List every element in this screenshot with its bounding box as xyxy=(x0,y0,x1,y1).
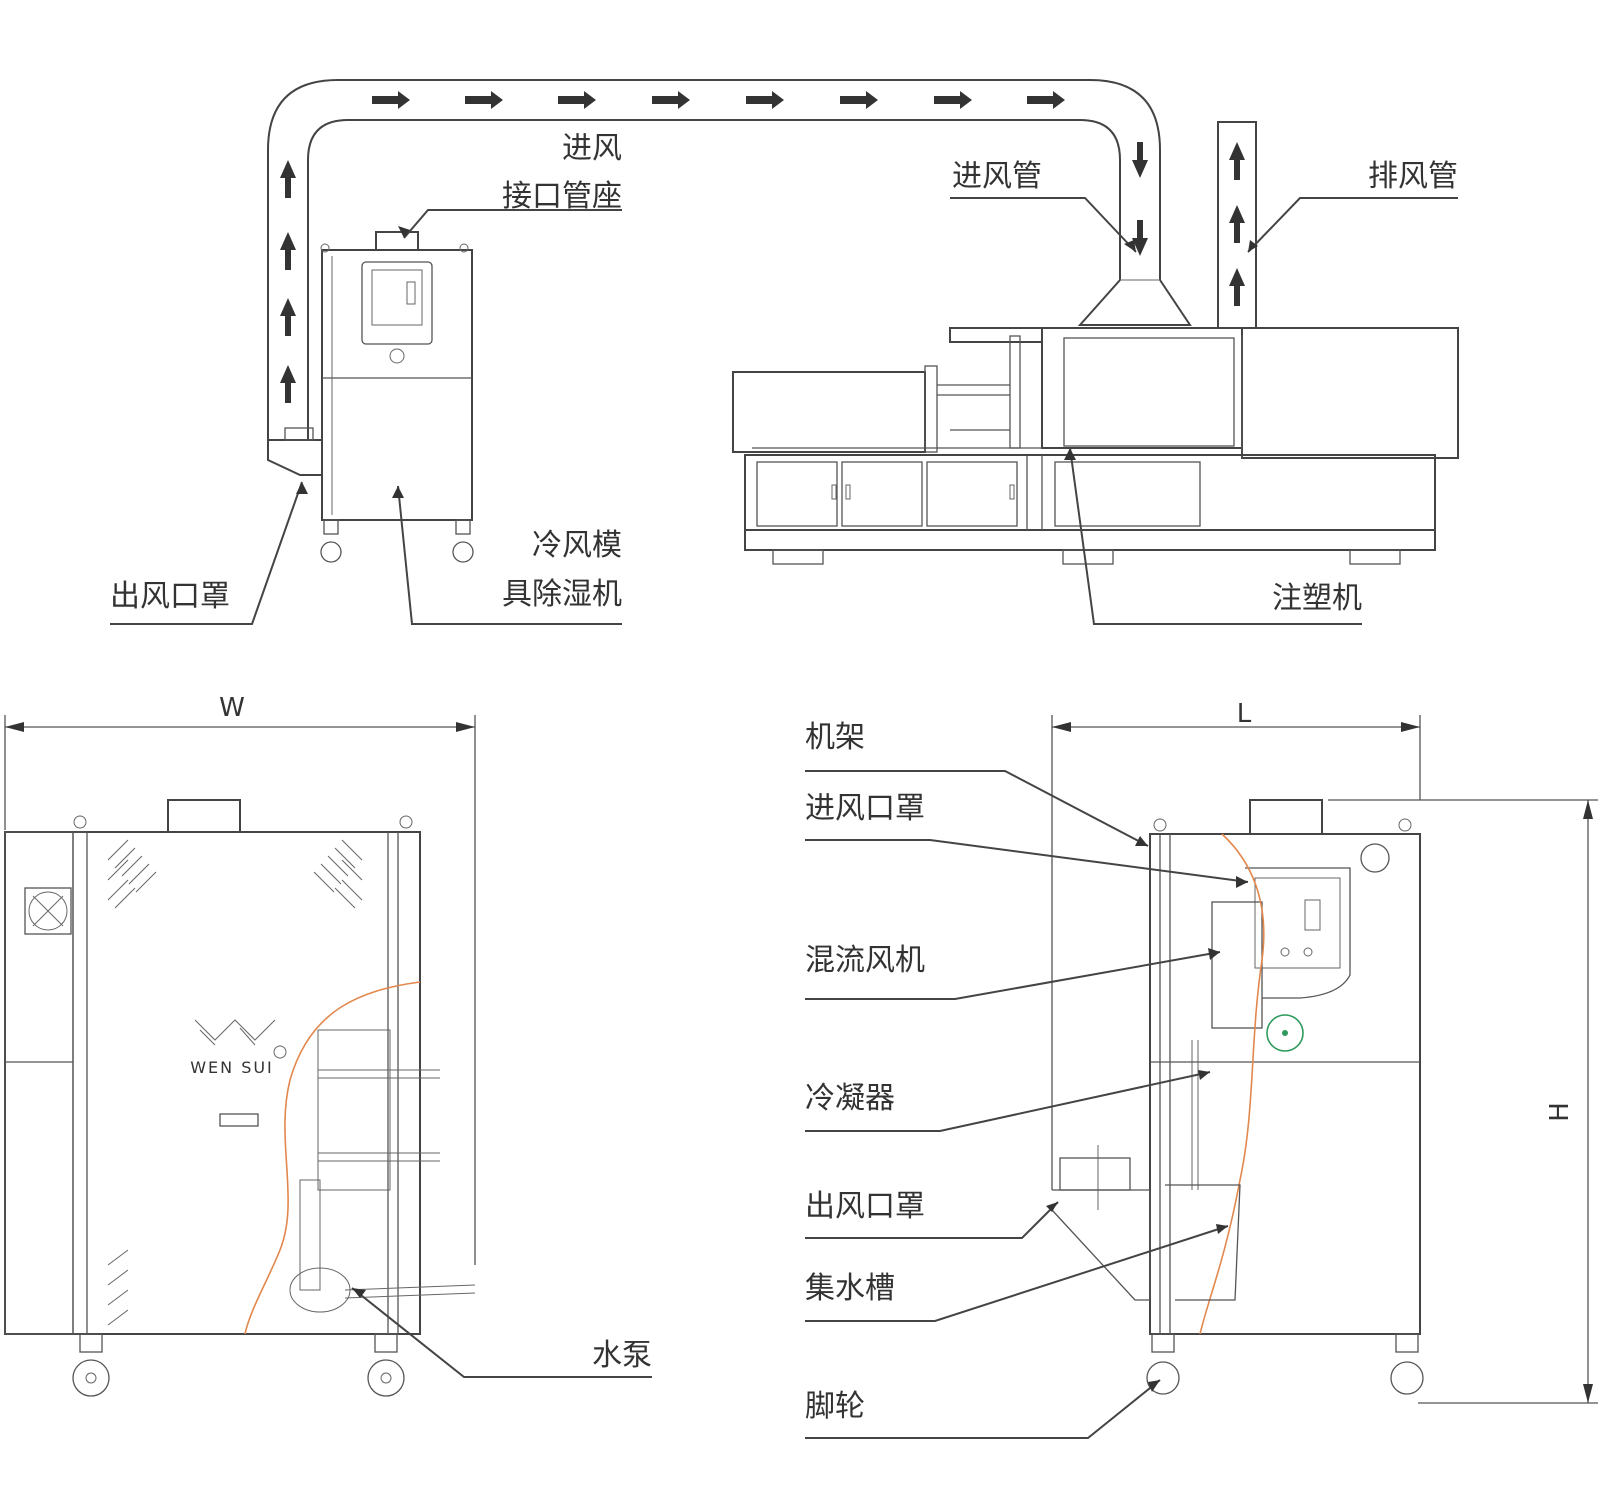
airflow-arrows-down xyxy=(1132,142,1148,256)
air-duct xyxy=(267,79,1192,440)
dimension-h: H xyxy=(1545,1102,1575,1122)
label-dehumidifier-line1: 冷风模 xyxy=(532,528,622,563)
label-inlet-hood: 进风口罩 xyxy=(805,791,925,826)
front-view: W WEN SUI xyxy=(4,693,652,1397)
label-frame: 机架 xyxy=(805,720,865,755)
label-inlet-interface-seat: 接口管座 xyxy=(502,179,622,214)
internal-piping xyxy=(289,1029,476,1313)
dimension-w: W xyxy=(219,693,245,723)
cutaway-outline xyxy=(244,981,421,1335)
label-inlet-air: 进风 xyxy=(562,131,622,166)
label-condenser: 冷凝器 xyxy=(805,1081,895,1116)
airflow-arrows-horizontal xyxy=(372,91,1065,109)
dimension-l: L xyxy=(1237,699,1252,729)
label-exhaust-pipe: 排风管 xyxy=(1368,159,1458,194)
brand-logo: WEN SUI xyxy=(190,1019,287,1077)
exhaust-pipe xyxy=(1217,121,1257,329)
vent-slots xyxy=(107,839,363,1326)
label-caster: 脚轮 xyxy=(805,1389,865,1424)
injection-machine xyxy=(732,327,1459,565)
indicator-green xyxy=(1266,1014,1304,1052)
top-leaders xyxy=(110,197,1458,625)
label-water-pump: 水泵 xyxy=(592,1338,652,1373)
label-water-tray: 集水槽 xyxy=(805,1271,895,1306)
label-injection-machine: 注塑机 xyxy=(1272,581,1362,616)
label-outlet-hood-side: 出风口罩 xyxy=(805,1189,925,1224)
brand-name: WEN SUI xyxy=(190,1058,274,1077)
label-dehumidifier-line2: 具除湿机 xyxy=(502,577,622,612)
label-mixing-fan: 混流风机 xyxy=(805,943,925,978)
airflow-arrows-up xyxy=(280,160,296,403)
label-outlet-hood-top: 出风口罩 xyxy=(110,579,230,614)
label-inlet-pipe: 进风管 xyxy=(952,159,1042,194)
side-view: L H xyxy=(805,699,1598,1439)
dehumidifier-small xyxy=(267,231,474,563)
